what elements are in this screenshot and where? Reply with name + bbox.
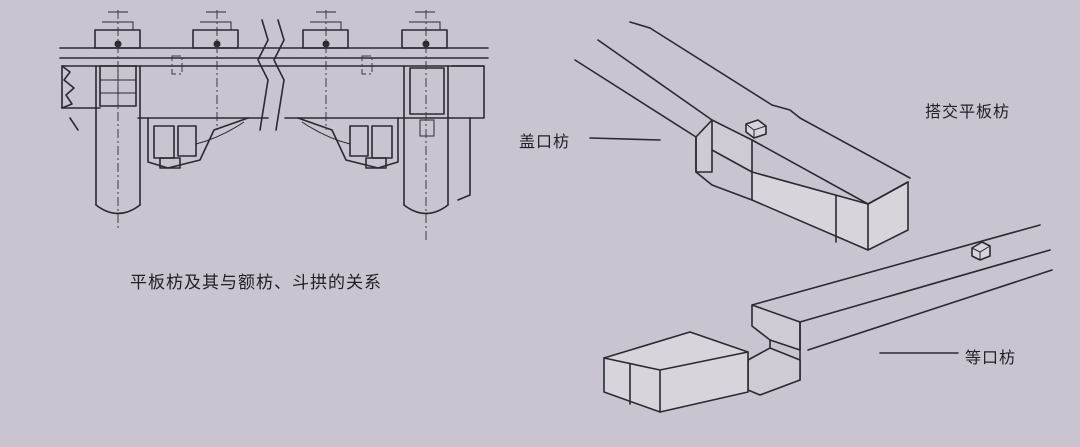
bracket-left (147, 117, 249, 169)
bracket-cap-2 (192, 11, 239, 49)
caption-elevation: 平板枋及其与额枋、斗拱的关系 (130, 273, 382, 293)
label-dengkou-fang: 等口枋 (965, 348, 1017, 367)
bracket-right (297, 117, 399, 169)
gaikou-fang-beam (574, 21, 911, 251)
bracket-cap-3 (302, 11, 349, 49)
leader-gaikou (589, 137, 661, 141)
elevation-drawing (59, 10, 489, 240)
label-gaikou-fang: 盖口枋 (519, 132, 571, 151)
dengkou-fang-beam (603, 224, 1053, 413)
label-dajiao-pingban-fang: 搭交平板枋 (925, 102, 1011, 121)
bracket-cap-4 (401, 11, 448, 49)
